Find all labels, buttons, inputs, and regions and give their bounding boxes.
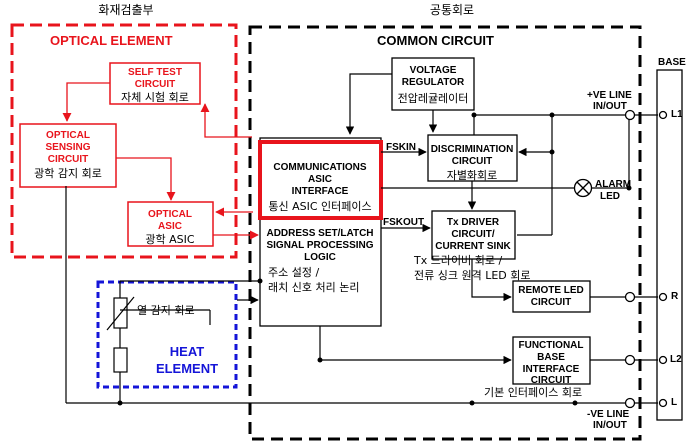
- tx-korean1: Tx 드라이버 회로 /: [414, 254, 503, 267]
- discrimination-line1: DISCRIMINATION: [430, 144, 514, 155]
- base-title: BASE: [658, 57, 686, 68]
- functional-line4: CIRCUIT: [530, 376, 572, 384]
- address-korean1: 주소 설정 /: [268, 266, 320, 279]
- remote-led-box: [512, 280, 591, 313]
- optical-sensing-box: [19, 123, 117, 188]
- terminal-connectors: [624, 109, 668, 409]
- self-test-line2: CIRCUIT: [134, 79, 176, 90]
- tx-driver-box: [431, 210, 516, 260]
- main-asic-block: [259, 137, 382, 327]
- remote-led-line1: REMOTE LED: [518, 285, 584, 296]
- heat-element-line1: HEAT: [169, 344, 205, 359]
- functional-line3: INTERFACE: [522, 364, 580, 375]
- voltage-korean: 전압레귤레이터: [397, 92, 469, 105]
- fskout-label: FSKOUT: [383, 217, 425, 228]
- optical-asic-korean: 광학 ASIC: [145, 233, 195, 246]
- sensing-line1: OPTICAL: [46, 130, 90, 141]
- sensing-line3: CIRCUIT: [47, 154, 89, 165]
- terminal-l: L: [671, 397, 678, 408]
- junction-dots: [117, 112, 632, 406]
- comms-line3: INTERFACE: [291, 186, 349, 197]
- optical-asic-line2: ASIC: [158, 221, 182, 232]
- functional-line2: BASE: [537, 352, 565, 363]
- tx-line3: CURRENT SINK: [435, 241, 511, 252]
- alarm-led-line1: ALARM: [595, 179, 632, 190]
- resistor-symbol: [113, 347, 128, 373]
- self-test-box: [109, 62, 201, 105]
- voltage-line2: REGULATOR: [401, 77, 465, 88]
- address-line2: SIGNAL PROCESSING: [266, 240, 374, 251]
- ve-minus-line2: IN/OUT: [593, 420, 627, 431]
- address-line3: LOGIC: [304, 252, 336, 263]
- comms-line2: ASIC: [308, 174, 332, 185]
- address-line1: ADDRESS SET/LATCH: [266, 228, 374, 239]
- functional-line1: FUNCTIONAL: [518, 340, 584, 351]
- heat-element-region: [96, 280, 238, 389]
- terminal-r: R: [671, 291, 679, 302]
- voltage-line1: VOLTAGE: [409, 65, 457, 76]
- address-korean2: 래치 신호 처리 논리: [268, 281, 360, 294]
- functional-korean: 기본 인터페이스 회로: [484, 386, 583, 399]
- optical-asic-line1: OPTICAL: [148, 209, 192, 220]
- tx-korean2: 전류 싱크 원격 LED 회로: [414, 269, 531, 282]
- heat-element-circuit: [106, 280, 260, 403]
- tx-line2: CIRCUIT/: [451, 229, 495, 240]
- ve-plus-line1: +VE LINE: [587, 90, 632, 101]
- terminal-l1: L1: [671, 109, 683, 120]
- alarm-led-icon: [573, 178, 593, 198]
- alarm-led-line2: LED: [600, 191, 620, 202]
- comms-line1: COMMUNICATIONS: [273, 162, 367, 173]
- optical-asic-box: [127, 201, 214, 247]
- common-label: 공통회로: [429, 3, 475, 17]
- base-terminal-strip: [656, 69, 683, 421]
- sensing-line2: SENSING: [45, 142, 91, 153]
- discrimination-line2: CIRCUIT: [451, 156, 493, 167]
- tx-line1: Tx DRIVER: [446, 217, 500, 228]
- heat-korean-label: 열 감지 회로: [137, 304, 195, 317]
- common-circuit-wiring: [65, 73, 658, 404]
- self-test-korean: 자체 시험 회로: [121, 91, 189, 104]
- communications-asic-highlight: [258, 140, 383, 220]
- fskin-label: FSKIN: [386, 142, 416, 153]
- sensing-korean: 광학 감지 회로: [34, 167, 102, 180]
- heat-element-line2: ELEMENT: [155, 361, 219, 376]
- comms-korean: 통신 ASIC 인터페이스: [268, 200, 372, 213]
- optical-element-title: OPTICAL ELEMENT: [50, 33, 173, 48]
- terminal-l2: L2: [670, 354, 682, 365]
- remote-led-line2: CIRCUIT: [530, 297, 572, 308]
- voltage-regulator-box: [391, 57, 475, 111]
- fire-detection-label: 화재검출부: [98, 3, 154, 17]
- ve-minus-line1: -VE LINE: [587, 409, 630, 420]
- optical-element-region: [10, 23, 238, 259]
- ve-plus-line2: IN/OUT: [593, 101, 627, 112]
- self-test-line1: SELF TEST: [128, 67, 182, 78]
- common-circuit-title: COMMON CIRCUIT: [377, 33, 494, 48]
- optical-signal-arrows: [62, 82, 259, 240]
- discrimination-korean: 자별화회로: [446, 169, 498, 182]
